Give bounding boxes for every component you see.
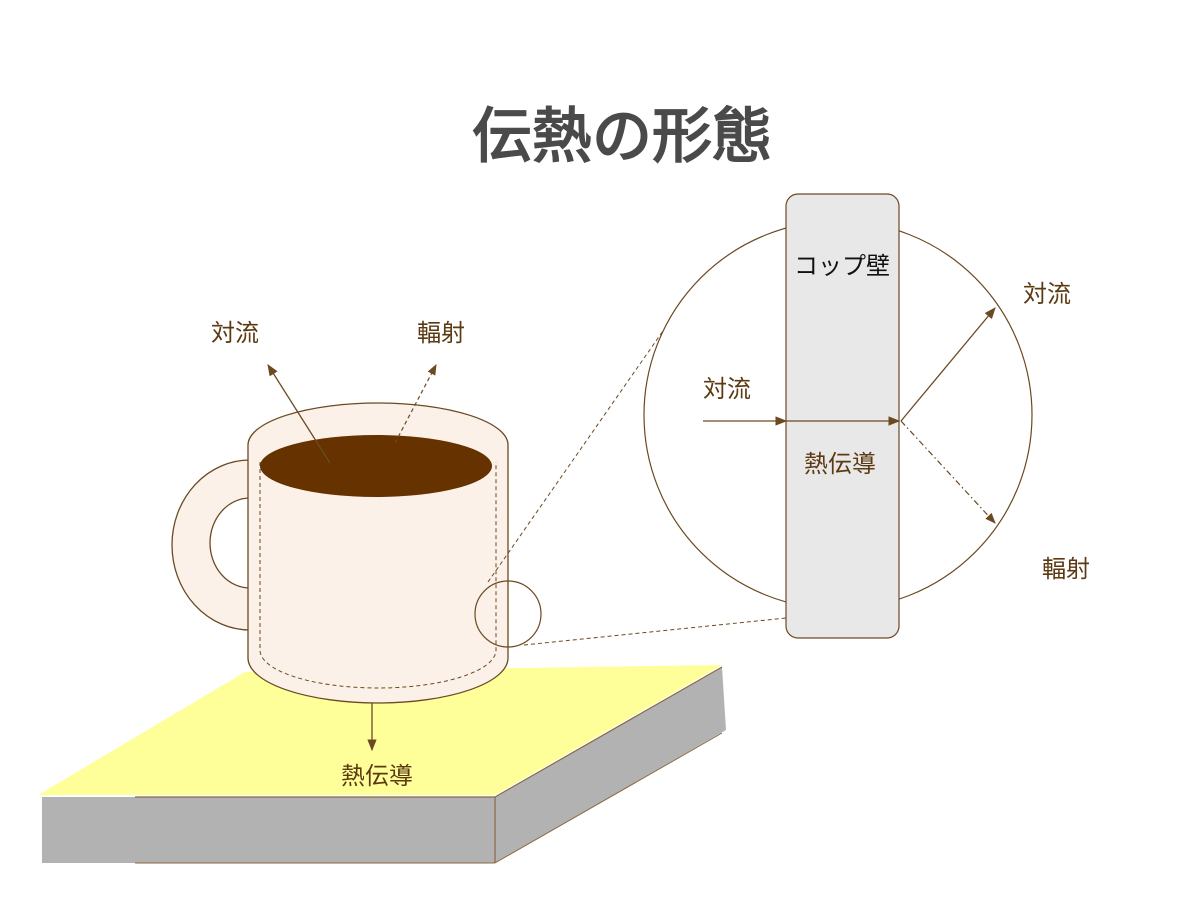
mug-conduction-label: 熱伝導 xyxy=(341,762,413,790)
mug-handle xyxy=(171,459,251,631)
table xyxy=(38,665,726,864)
zoom-connector-bottom xyxy=(523,617,787,646)
coffee-surface xyxy=(260,435,492,497)
zoom-convection-out-arrow xyxy=(900,307,996,422)
mug-radiation-label: 輻射 xyxy=(417,319,465,347)
page-title: 伝熱の形態 xyxy=(472,102,772,172)
mug-inner-wall xyxy=(259,462,497,689)
mug-convection-label: 対流 xyxy=(211,319,259,347)
zoom-view xyxy=(643,193,1033,639)
table-top xyxy=(38,665,722,795)
cup-wall-label: コップ壁 xyxy=(794,252,890,280)
table-side-bottom-edge xyxy=(494,732,723,864)
table-side xyxy=(495,667,726,863)
cup-wall xyxy=(785,193,900,639)
zoom-source-circle xyxy=(474,580,542,648)
mug xyxy=(171,364,542,752)
zoom-connector-top xyxy=(487,294,689,583)
mug-convection-arrow xyxy=(267,364,331,464)
zoom-convection-in-label: 対流 xyxy=(703,375,751,403)
zoom-convection-out-label: 対流 xyxy=(1023,280,1071,308)
mug-radiation-arrow xyxy=(394,364,437,444)
zoom-radiation-label: 輻射 xyxy=(1042,555,1090,583)
zoom-conduction-label: 熱伝導 xyxy=(804,450,876,478)
table-front xyxy=(42,797,495,863)
zoom-radiation-arrow xyxy=(900,420,996,524)
